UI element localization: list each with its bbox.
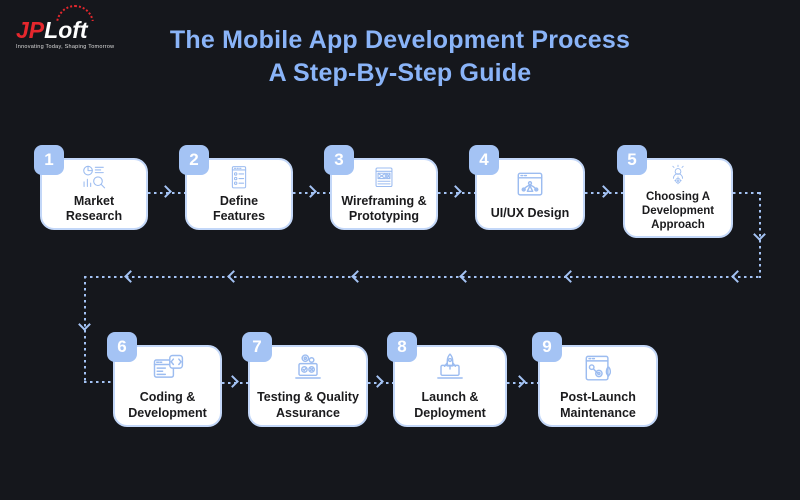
step-number-badge: 2 <box>179 145 209 175</box>
step-number-badge: 1 <box>34 145 64 175</box>
step-card-development-approach: 5 Choosing A Development Approach <box>617 145 733 238</box>
post-launch-maintenance-icon <box>585 355 612 381</box>
step-number-badge: 6 <box>107 332 137 362</box>
logo-loft: Loft <box>44 17 88 43</box>
logo-rays-arc <box>56 5 94 21</box>
connector-8-9 <box>507 382 538 384</box>
step-label: Coding & Development <box>128 390 207 420</box>
arrow-right-icon <box>371 375 384 388</box>
logo-wordmark: JPLoft <box>16 8 146 43</box>
connector-1-2 <box>148 192 185 194</box>
step-card-testing-qa: 7 Testing & Quality Assurance <box>242 332 368 427</box>
connector-3-4 <box>438 192 475 194</box>
step-card-post-launch-maintenance: 9 Post-Launch Maintenance <box>532 332 658 427</box>
step-card-coding-development: 6 Coding & Development <box>107 332 222 427</box>
step-number-badge: 8 <box>387 332 417 362</box>
connector-2-3 <box>293 192 330 194</box>
step-card-uiux-design: 4 UI/UX Design <box>469 145 585 230</box>
step-card-define-features: 2 Define Features <box>179 145 293 230</box>
title-line-1: The Mobile App Development Process <box>169 26 631 54</box>
arrow-left-icon <box>564 270 577 283</box>
logo-tagline: Innovating Today, Shaping Tomorrow <box>16 44 115 51</box>
step-card-market-research: 1 Market Research <box>34 145 148 230</box>
step-label: Post-Launch Maintenance <box>560 390 636 420</box>
arrow-down-icon <box>753 228 766 241</box>
connector-return-line <box>84 276 760 278</box>
uiux-design-icon <box>517 172 543 196</box>
arrow-right-icon <box>159 185 172 198</box>
arrow-right-icon <box>226 375 239 388</box>
connector-5-exit <box>733 192 761 194</box>
arrow-left-icon <box>227 270 240 283</box>
logo-jp: JP <box>16 17 45 43</box>
launch-deployment-icon <box>437 353 463 379</box>
market-research-icon <box>83 165 106 189</box>
step-label: Choosing A Development Approach <box>641 190 715 231</box>
step-card-launch-deployment: 8 Launch & Deployment <box>387 332 507 427</box>
development-approach-icon <box>672 164 684 185</box>
step-number-badge: 7 <box>242 332 272 362</box>
step-label: Wireframing & Prototyping <box>341 193 427 223</box>
arrow-left-icon <box>124 270 137 283</box>
arrow-left-icon <box>459 270 472 283</box>
step-number-badge: 4 <box>469 145 499 175</box>
step-label: Testing & Quality Assurance <box>257 390 359 420</box>
step-label: Define Features <box>212 193 266 223</box>
step-number-badge: 3 <box>324 145 354 175</box>
coding-development-icon <box>153 355 183 379</box>
step-card-wireframing: 3 Wireframing & Prototyping <box>324 145 438 230</box>
arrow-right-icon <box>513 375 526 388</box>
connector-4-5 <box>585 192 623 194</box>
connector-left-drop <box>84 276 86 382</box>
step-number-badge: 9 <box>532 332 562 362</box>
define-features-icon <box>231 166 247 189</box>
step-label: UI/UX Design <box>490 205 570 220</box>
connector-right-drop <box>759 192 761 278</box>
title-line-2: A Step-By-Step Guide <box>268 59 532 87</box>
arrow-left-icon <box>731 270 744 283</box>
step-label: Market Research <box>65 193 123 223</box>
arrow-left-icon <box>351 270 364 283</box>
connector-7-8 <box>368 382 393 384</box>
page-title: The Mobile App Development Process A Ste… <box>0 24 800 90</box>
testing-qa-icon <box>295 354 321 379</box>
jploft-logo: JPLoft Innovating Today, Shaping Tomorro… <box>16 5 146 51</box>
arrow-right-icon <box>597 185 610 198</box>
step-label: Launch & Deployment <box>414 390 486 420</box>
arrow-right-icon <box>304 185 317 198</box>
arrow-down-icon <box>78 318 91 331</box>
step-number-badge: 5 <box>617 145 647 175</box>
wireframing-prototyping-icon <box>375 167 393 188</box>
connector-6-7 <box>222 382 248 384</box>
connector-6-enter <box>84 381 113 383</box>
arrow-right-icon <box>449 185 462 198</box>
